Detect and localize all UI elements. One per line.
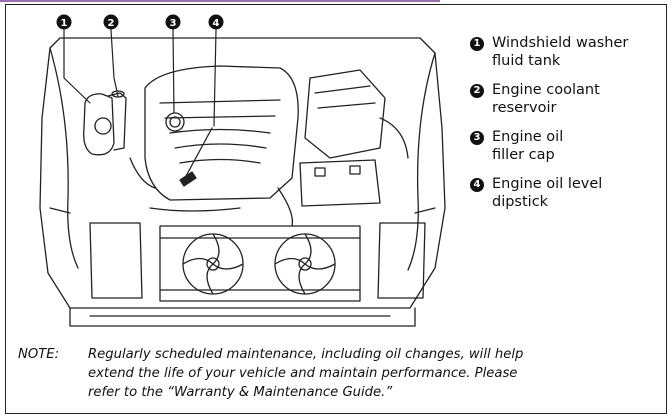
legend-item-2: 2 Engine coolant reservoir (470, 81, 660, 117)
note-line-1: Regularly scheduled maintenance, includi… (88, 347, 524, 362)
front-bumper (69, 307, 416, 327)
callout-line-3 (172, 29, 175, 114)
oil-dipstick (184, 127, 213, 179)
svg-text:1: 1 (61, 18, 68, 29)
callout-4: 4 (208, 14, 224, 30)
legend-item-1: 1 Windshield washer fluid tank (470, 34, 660, 70)
right-fender (407, 52, 436, 271)
callout-line-1 (63, 29, 91, 104)
left-fender (49, 47, 79, 269)
callout-3: 3 (165, 14, 181, 30)
legend-number-4: 4 (470, 178, 484, 192)
note-line-3: refer to the “Warranty & Maintenance Gui… (88, 385, 393, 400)
engine-bay-illustration: 1 2 3 4 (39, 14, 446, 327)
legend-text-1: Windshield washer fluid tank (492, 35, 629, 69)
note-label: NOTE: (18, 347, 60, 362)
note-line-2: extend the life of your vehicle and main… (88, 366, 518, 381)
legend-item-3: 3 Engine oil filler cap (470, 128, 660, 164)
svg-text:2: 2 (108, 18, 115, 29)
callout-2: 2 (103, 14, 119, 30)
coolant-reservoir (107, 92, 127, 151)
legend-text-2: Engine coolant reservoir (492, 82, 600, 116)
legend-number-3: 3 (470, 131, 484, 145)
legend-number-2: 2 (470, 84, 484, 98)
diagram-frame (5, 4, 667, 414)
washer-tank (83, 93, 115, 156)
battery (299, 159, 381, 207)
legend-item-4: 4 Engine oil level dipstick (470, 175, 660, 211)
legend-text-3: Engine oil filler cap (492, 129, 564, 163)
engine-block (144, 65, 299, 201)
oil-filler-cap (165, 112, 185, 132)
callout-line-2 (110, 29, 119, 97)
air-filter-box (304, 69, 386, 159)
hood-outline (39, 37, 446, 309)
callout-line-4 (213, 29, 217, 127)
radiator (159, 225, 361, 302)
legend: 1 Windshield washer fluid tank 2 Engine … (470, 34, 660, 222)
note-body: Regularly scheduled maintenance, includi… (88, 345, 658, 402)
callout-1: 1 (56, 14, 72, 30)
legend-text-4: Engine oil level dipstick (492, 176, 603, 210)
svg-text:3: 3 (170, 18, 177, 29)
top-accent-bar (0, 0, 440, 2)
legend-number-1: 1 (470, 37, 484, 51)
svg-text:4: 4 (213, 18, 220, 29)
